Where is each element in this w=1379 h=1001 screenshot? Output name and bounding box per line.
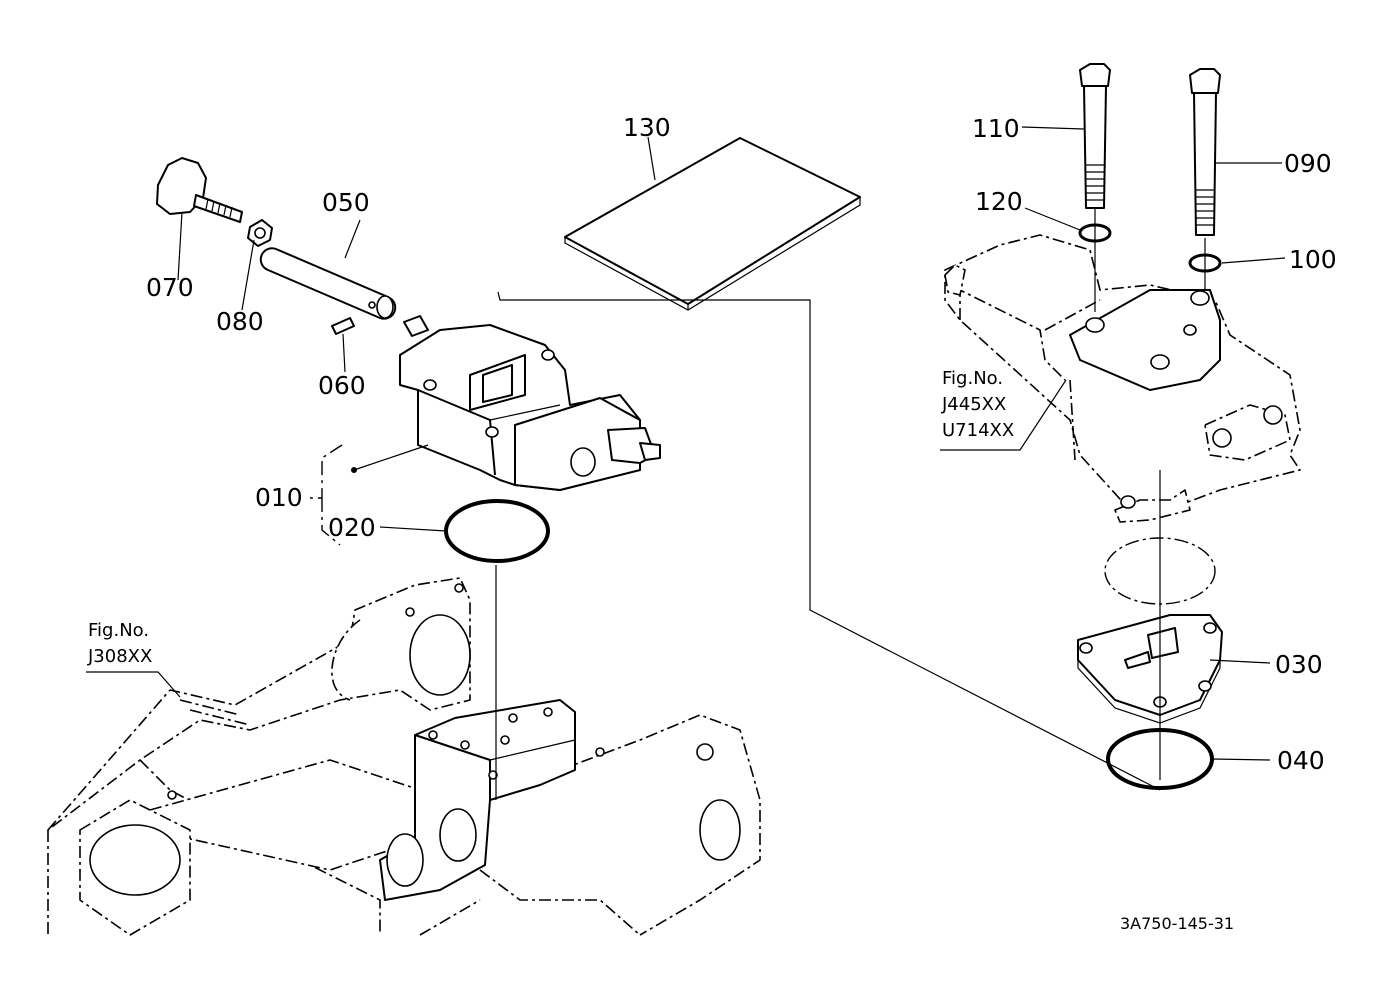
label-060: 060: [318, 371, 366, 400]
figure-reference-right: Fig.No. J445XX U714XX: [941, 368, 1014, 441]
bolt-110: [1079, 63, 1111, 209]
knob-and-stud: [156, 157, 273, 247]
part-labels: 130 050 070 080 060 010 020 110 090 120 …: [146, 113, 1337, 775]
leader-lines: [86, 126, 1286, 761]
shaft-pin: [259, 247, 397, 335]
label-070: 070: [146, 273, 194, 302]
control-valve-assembly: [399, 315, 661, 491]
label-130: 130: [623, 113, 671, 142]
label-050: 050: [322, 188, 370, 217]
fig-ref-right-title: Fig.No.: [942, 368, 1003, 389]
label-090: 090: [1284, 149, 1332, 178]
fig-ref-right-code2: U714XX: [942, 420, 1014, 441]
label-100: 100: [1289, 245, 1337, 274]
instruction-manual: [564, 137, 861, 311]
reference-valve-assembly: [944, 234, 1301, 724]
transmission-housing: [47, 577, 761, 936]
label-010: 010: [255, 483, 303, 512]
fig-ref-left-title: Fig.No.: [88, 620, 149, 641]
label-120: 120: [975, 187, 1023, 216]
diagram-code: 3A750-145-31: [1120, 914, 1234, 933]
label-080: 080: [216, 307, 264, 336]
label-040: 040: [1277, 746, 1325, 775]
label-030: 030: [1275, 650, 1323, 679]
o-ring-020: [444, 499, 550, 563]
assembly-lines: [495, 208, 1206, 800]
label-020: 020: [328, 513, 376, 542]
fig-ref-left-code1: J308XX: [87, 646, 152, 667]
label-110: 110: [972, 114, 1020, 143]
bolt-090: [1189, 68, 1221, 236]
figure-reference-left: Fig.No. J308XX: [87, 620, 152, 667]
fig-ref-right-code1: J445XX: [941, 394, 1006, 415]
